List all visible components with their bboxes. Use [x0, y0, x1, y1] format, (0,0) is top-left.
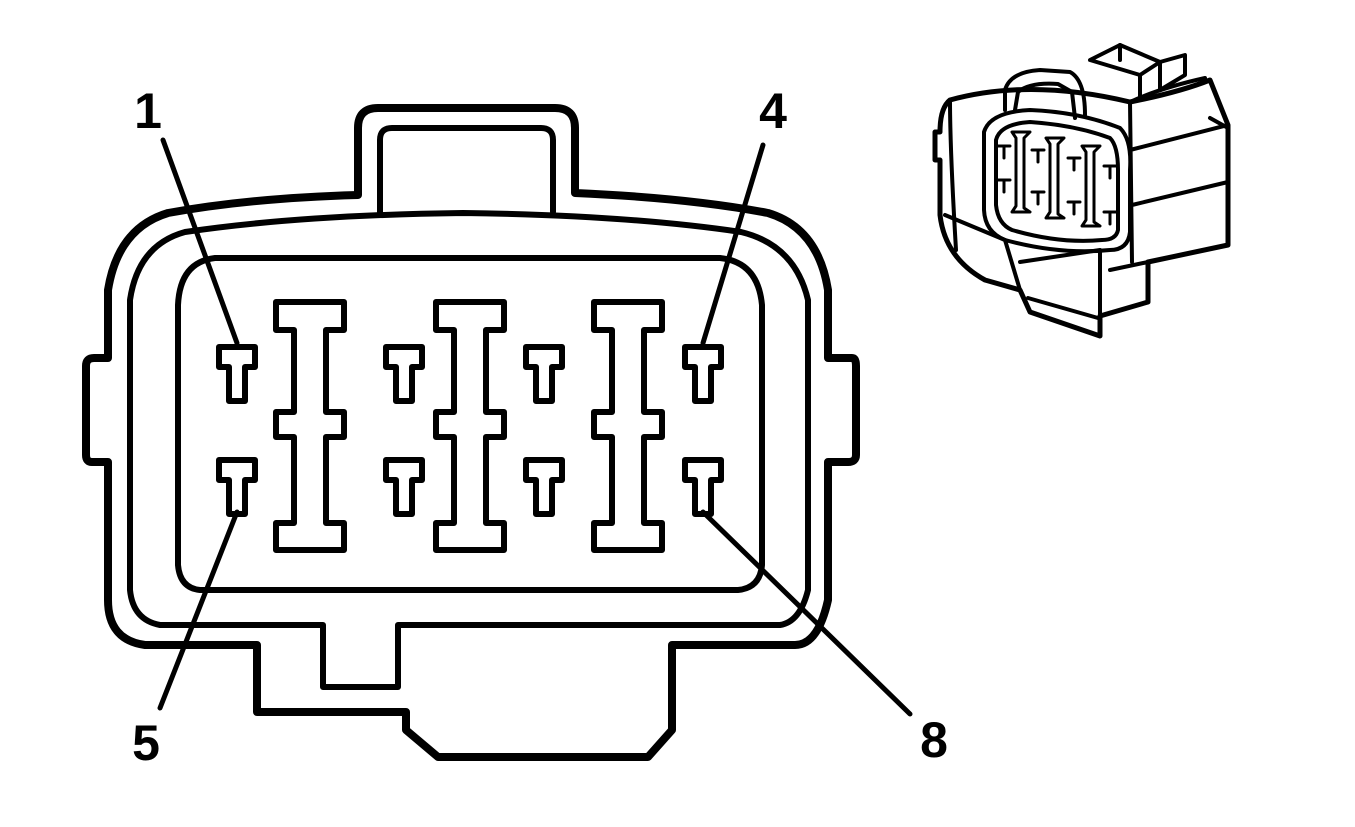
pin-label-4: 4	[759, 83, 787, 139]
leader-line-pin-1	[160, 137, 240, 346]
pin-label-1: 1	[134, 83, 162, 139]
divider-1	[273, 299, 347, 553]
pin-label-5: 5	[132, 715, 160, 771]
leader-lines	[157, 137, 913, 717]
terminal-cavities	[216, 344, 724, 517]
connector-isometric-view	[932, 43, 1231, 339]
divider-3	[591, 299, 665, 553]
cavity-dividers	[273, 299, 665, 553]
terminal-cavity	[682, 344, 724, 404]
pin-label-8: 8	[920, 712, 948, 768]
terminal-cavity	[383, 344, 425, 404]
terminal-cavity	[216, 457, 258, 517]
leader-line-pin-4	[700, 142, 766, 346]
terminal-cavity	[523, 344, 565, 404]
terminal-cavity	[523, 457, 565, 517]
connector-housing	[82, 104, 860, 761]
terminal-cavity	[383, 457, 425, 517]
leader-line-pin-5	[157, 509, 240, 711]
divider-2	[433, 299, 507, 553]
terminal-cavity	[216, 344, 258, 404]
terminal-cavity	[682, 457, 724, 517]
pin-labels: 1 4 5 8	[132, 83, 948, 771]
leader-line-pin-8	[700, 509, 913, 717]
